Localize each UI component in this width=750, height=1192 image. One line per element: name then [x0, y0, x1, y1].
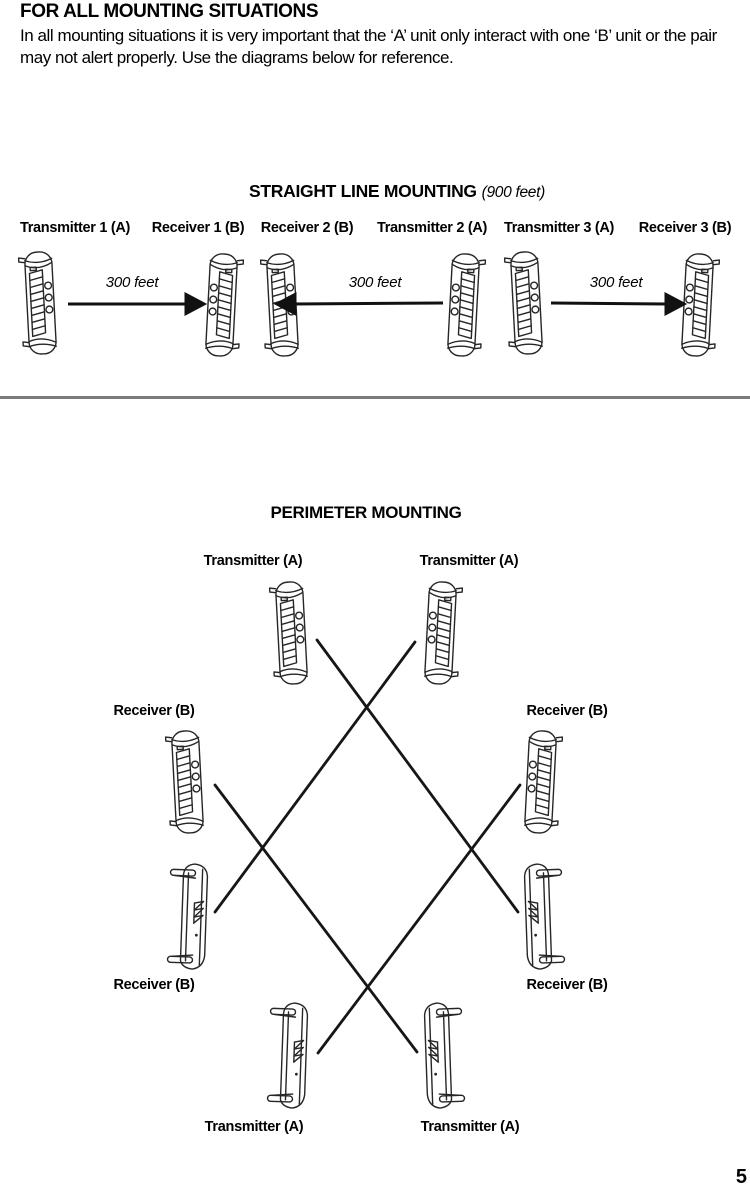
- perimeter-transmitter-top-right-device: [419, 578, 464, 688]
- perimeter-transmitter-top-left-device: [268, 578, 313, 688]
- section-divider: [0, 396, 750, 399]
- unit-label-transmitter-a-top-left: Transmitter (A): [203, 553, 303, 569]
- transmitter-3a-device: [503, 248, 548, 358]
- unit-label-transmitter-a-top-right: Transmitter (A): [419, 553, 519, 569]
- perimeter-receiver-left-lower-device: [166, 861, 215, 973]
- unit-label-transmitter-a-bottom-left: Transmitter (A): [204, 1119, 304, 1135]
- straight-line-title-text: STRAIGHT LINE MOUNTING: [249, 181, 477, 201]
- intro-paragraph: In all mounting situations it is very im…: [20, 26, 717, 68]
- unit-label-transmitter-2a: Transmitter 2 (A): [376, 220, 488, 236]
- beam-sensor-front-icon: [446, 252, 487, 358]
- unit-label-receiver-3b: Receiver 3 (B): [638, 220, 732, 236]
- unit-label-receiver-2b: Receiver 2 (B): [260, 220, 354, 236]
- perimeter-receiver-right-lower-device: [517, 861, 566, 973]
- unit-label-transmitter-3a: Transmitter 3 (A): [503, 220, 615, 236]
- beam-sensor-front-icon: [164, 729, 205, 835]
- perimeter-transmitter-bottom-left-device: [266, 1000, 315, 1112]
- distance-label-3: 300 feet: [589, 274, 643, 291]
- perimeter-transmitter-bottom-right-device: [417, 1000, 466, 1112]
- straight-line-section-title: STRAIGHT LINE MOUNTING (900 feet): [249, 181, 545, 202]
- beam-arrow-2: [293, 301, 444, 306]
- perimeter-receiver-left-upper-device: [164, 727, 209, 837]
- beam-arrow-3: [550, 301, 668, 306]
- transmitter-1a-device: [17, 248, 62, 358]
- beam-sensor-back-icon: [266, 1001, 309, 1110]
- unit-label-transmitter-1a: Transmitter 1 (A): [19, 220, 131, 236]
- unit-label-receiver-b-right-upper: Receiver (B): [526, 703, 608, 719]
- perimeter-receiver-right-upper-device: [519, 727, 564, 837]
- page-heading: FOR ALL MOUNTING SITUATIONS: [20, 1, 319, 22]
- unit-label-receiver-1b: Receiver 1 (B): [151, 220, 245, 236]
- perimeter-section-title: PERIMETER MOUNTING: [270, 503, 462, 522]
- page-number: 5: [735, 1166, 747, 1188]
- unit-label-transmitter-a-bottom-right: Transmitter (A): [420, 1119, 520, 1135]
- beam-sensor-back-icon: [166, 862, 209, 971]
- unit-label-receiver-b-left-upper: Receiver (B): [113, 703, 195, 719]
- beam-sensor-back-icon: [523, 862, 566, 971]
- distance-label-2: 300 feet: [348, 274, 402, 291]
- beam-sensor-front-icon: [680, 252, 721, 358]
- beam-sensor-front-icon: [503, 250, 544, 356]
- beam-sensor-front-icon: [204, 252, 245, 358]
- unit-label-receiver-b-left-lower: Receiver (B): [113, 977, 195, 993]
- beam-sensor-front-icon: [268, 580, 309, 686]
- beam-sensor-front-icon: [523, 729, 564, 835]
- distance-label-1: 300 feet: [105, 274, 159, 291]
- receiver-2b-device: [259, 250, 304, 360]
- unit-label-receiver-b-right-lower: Receiver (B): [526, 977, 608, 993]
- beam-sensor-front-icon: [259, 252, 300, 358]
- beam-sensor-front-icon: [17, 250, 58, 356]
- receiver-1b-device: [200, 250, 245, 360]
- straight-line-title-note: (900 feet): [481, 184, 546, 201]
- receiver-3b-device: [676, 250, 721, 360]
- beam-sensor-front-icon: [423, 580, 464, 686]
- transmitter-2a-device: [442, 250, 487, 360]
- beam-sensor-back-icon: [423, 1001, 466, 1110]
